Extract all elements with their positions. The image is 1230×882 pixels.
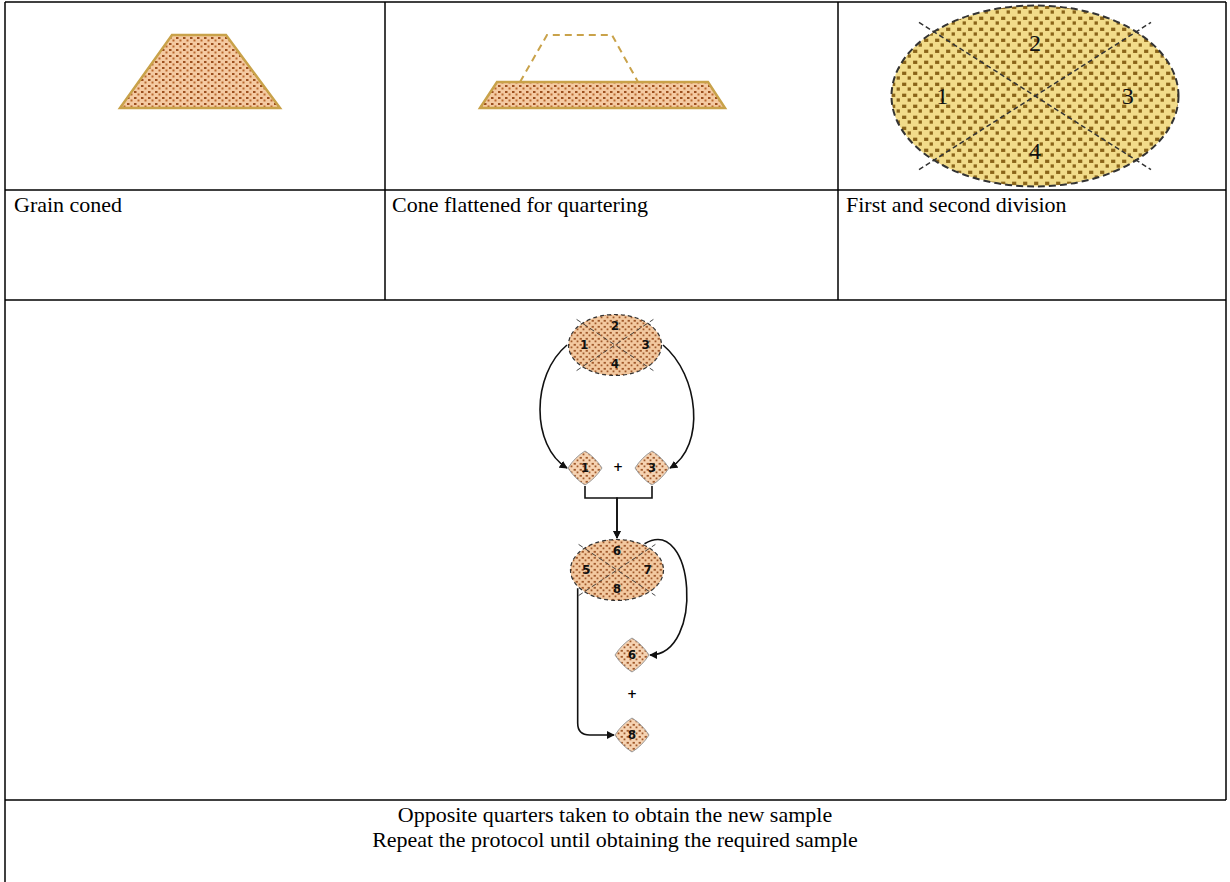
table-line [1225, 2, 1227, 800]
quarter-number: 4 [1029, 139, 1041, 163]
quartered-sample: 6 5 7 8 [569, 538, 665, 602]
former-cone-outline [520, 35, 638, 82]
division-line [577, 319, 654, 370]
arrow-connector [617, 486, 652, 538]
ellipse-outline [892, 6, 1179, 187]
quarter-number: 3 [648, 462, 656, 474]
caption-text: Cone flattened for quartering [392, 193, 832, 217]
diamond-outline [615, 638, 649, 672]
diamond-outline [568, 451, 602, 485]
table-grid [5, 2, 1226, 882]
arrow-connector [585, 486, 617, 538]
quartered-sample: 2 1 3 4 [567, 313, 663, 377]
quarter-number: 3 [642, 339, 650, 351]
ellipse-outline [569, 315, 662, 376]
quarter-number: 2 [611, 320, 619, 332]
quarter-number: 3 [1122, 84, 1134, 108]
quarter-number: 4 [611, 358, 619, 370]
table-line [837, 2, 839, 300]
quarter-number: 8 [613, 583, 621, 595]
quarter-number: 5 [582, 564, 590, 576]
arrow-connector [540, 345, 567, 468]
plus-sign: + [613, 461, 623, 474]
table-line [5, 299, 1226, 301]
quarter-number: 1 [581, 462, 589, 474]
quarter-portion: 1 [567, 450, 603, 486]
quarter-portion: 3 [634, 450, 670, 486]
division-line [919, 22, 1151, 169]
caption-text: Grain coned [14, 193, 379, 217]
division-line [577, 319, 654, 370]
quarter-number: 8 [628, 729, 636, 741]
quarter-portion: 8 [614, 717, 650, 753]
diamond-outline [615, 718, 649, 752]
quarter-number: 1 [936, 84, 948, 108]
arrow-connector [663, 345, 694, 468]
plus-sign: + [627, 688, 637, 701]
flattened-cone [480, 82, 725, 108]
table-line [5, 189, 1226, 191]
grain-cone [120, 35, 280, 108]
arrow-connector [578, 588, 614, 735]
quarter-number: 2 [1029, 31, 1041, 55]
table-line [5, 1, 1226, 3]
division-line [579, 544, 656, 595]
table-line [5, 799, 1226, 801]
caption-text: First and second division [846, 193, 1221, 217]
caption-text: Repeat the protocol until obtaining the … [372, 828, 858, 852]
quarter-number: 6 [613, 545, 621, 557]
quarter-portion: 6 [614, 637, 650, 673]
table-line [4, 2, 6, 882]
quartered-sample: 2 1 3 4 [890, 4, 1180, 188]
quarter-number: 1 [580, 339, 588, 351]
quarter-number: 7 [644, 564, 652, 576]
diamond-outline [635, 451, 669, 485]
division-line [919, 22, 1151, 169]
quarter-number: 6 [628, 649, 636, 661]
table-line [384, 2, 386, 300]
ellipse-outline [571, 540, 664, 601]
caption-text: Opposite quarters taken to obtain the ne… [398, 803, 832, 827]
division-line [579, 544, 656, 595]
